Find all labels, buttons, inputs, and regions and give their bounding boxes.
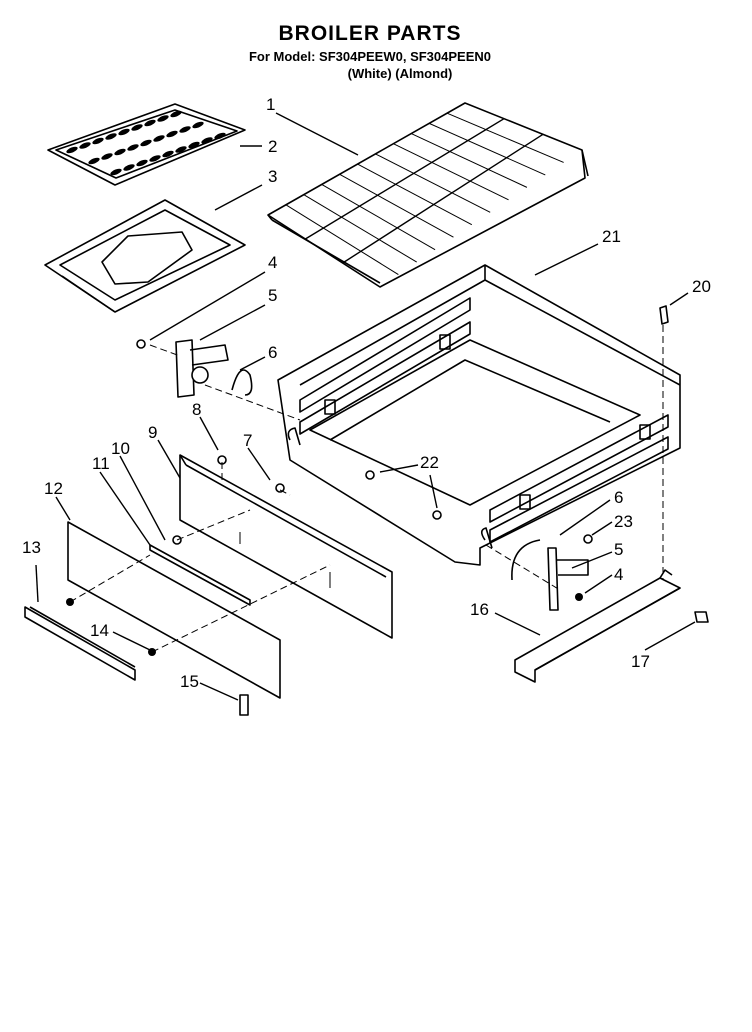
left-bracket (175, 339, 253, 398)
callout-2: 2 (268, 137, 277, 156)
callout-15: 15 (180, 672, 199, 691)
rack-wire (393, 143, 509, 201)
grid-slot (66, 146, 78, 154)
grid-slot (175, 146, 187, 153)
color-line: (White) (Almond) (348, 66, 453, 81)
grid-slot (157, 115, 169, 122)
callout-4: 4 (268, 253, 277, 272)
grid-slot (188, 141, 200, 149)
rack-wire (303, 194, 417, 263)
callout-22: 22 (420, 453, 439, 472)
part-drawer-front (179, 454, 393, 639)
part-oven-rack (267, 102, 589, 288)
rack-wire (285, 204, 399, 275)
grid-slot (127, 144, 139, 151)
grid-slot (214, 132, 226, 140)
callout-12: 12 (44, 479, 63, 498)
callout-5: 5 (268, 286, 277, 305)
part-broiler-drawer (277, 264, 681, 566)
grid-slot (136, 159, 148, 167)
callout-20: 20 (692, 277, 711, 296)
callout-9: 9 (148, 423, 157, 442)
grid-slot (149, 155, 161, 162)
callout-21: 21 (602, 227, 621, 246)
part-trim (24, 606, 136, 681)
leader-lines (35, 112, 696, 701)
rack-crossbar (304, 118, 505, 240)
grid-slot (118, 128, 130, 136)
grid-slot (192, 121, 204, 129)
callout-8: 8 (192, 400, 201, 419)
grid-slot (110, 168, 122, 176)
grid-slot (170, 110, 182, 118)
rack-wire (357, 163, 473, 226)
rack-wire (446, 112, 564, 163)
grid-slot (92, 137, 104, 145)
callout-labels: 1 2 3 4 5 6 21 20 8 7 9 10 11 12 13 14 1… (22, 95, 711, 691)
callout-14: 14 (90, 621, 109, 640)
callout-7: 7 (243, 431, 252, 450)
callout-13: 13 (22, 538, 41, 557)
rack-crossbar (342, 133, 544, 264)
model-line: For Model: SF304PEEW0, SF304PEEN0 (249, 49, 491, 64)
grid-slot (201, 137, 213, 144)
part-door-panel (67, 521, 281, 699)
rack-wire (321, 184, 436, 251)
grid-slot (123, 164, 135, 171)
grid-slot (79, 142, 91, 149)
part-slide-rail (514, 569, 681, 683)
grid-slot (179, 126, 191, 133)
part-broiler-grid (47, 103, 246, 186)
grid-slot (114, 148, 126, 156)
callout-23: 23 (614, 512, 633, 531)
callout-10: 10 (111, 439, 130, 458)
grid-slot (140, 139, 152, 147)
grid-slot (153, 135, 165, 142)
part-rod (149, 544, 251, 606)
grid-slot (162, 150, 174, 158)
callout-1: 1 (266, 95, 275, 114)
callout-4b: 4 (614, 565, 623, 584)
grid-slot (105, 133, 117, 140)
rack-wire (411, 133, 528, 188)
callout-6b: 6 (614, 488, 623, 507)
grid-slot (88, 157, 100, 165)
callout-3: 3 (268, 167, 277, 186)
rack-wire (428, 122, 546, 176)
page-title: BROILER PARTS (279, 22, 462, 45)
callout-11: 11 (92, 454, 110, 473)
grid-slot (166, 130, 178, 138)
part-broiler-pan (44, 199, 246, 313)
callout-6: 6 (268, 343, 277, 362)
rack-wire (339, 173, 454, 238)
right-bracket (511, 539, 589, 611)
assembly-lines (69, 325, 664, 653)
callout-5b: 5 (614, 540, 623, 559)
callout-16: 16 (470, 600, 489, 619)
grid-slot (131, 124, 143, 131)
callout-17: 17 (631, 652, 650, 671)
rack-wire (375, 153, 491, 213)
grid-slot (144, 119, 156, 127)
grid-slot (101, 153, 113, 160)
